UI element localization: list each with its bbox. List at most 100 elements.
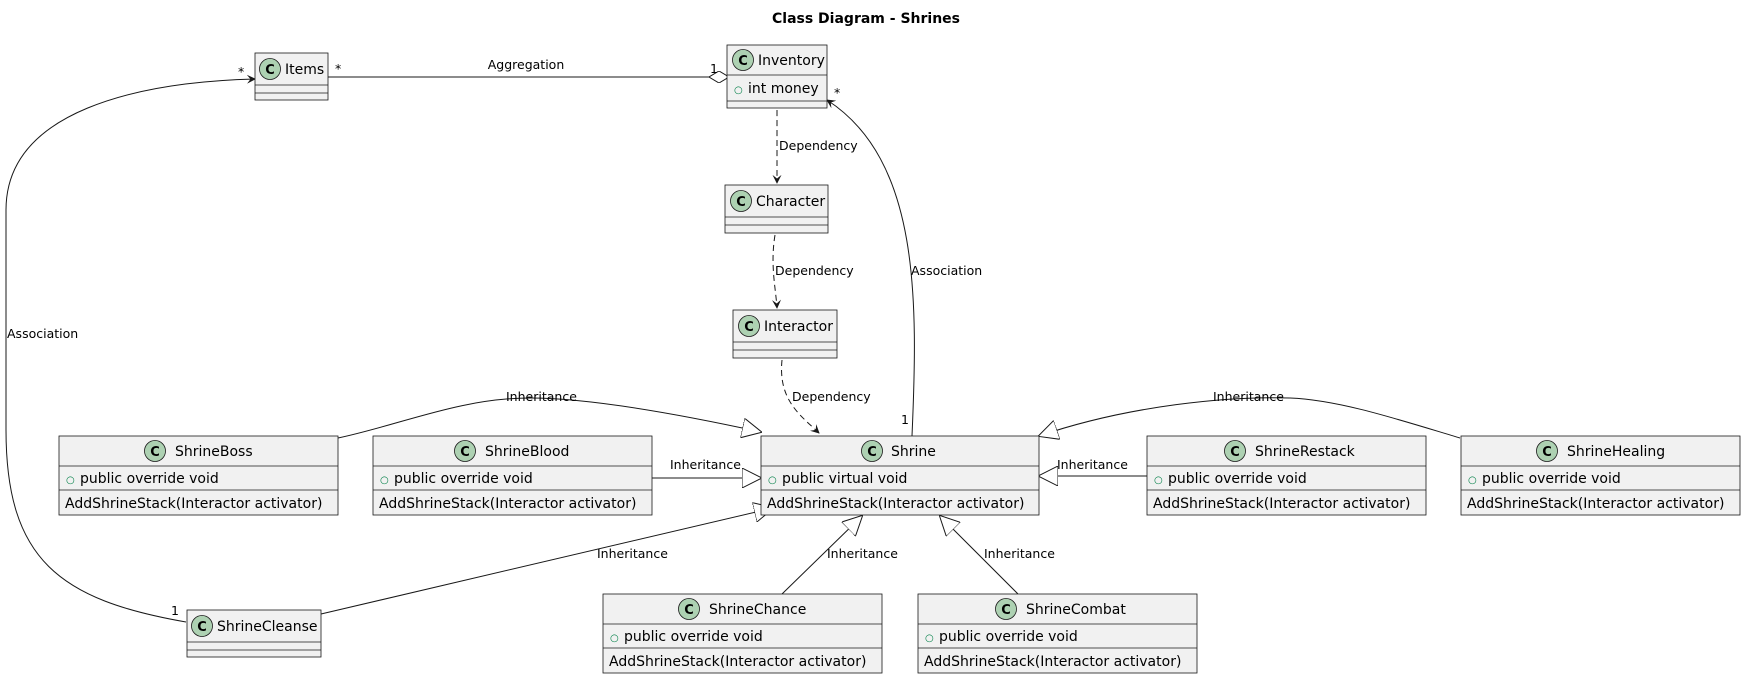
class-shrine-chance-name: ShrineChance <box>709 602 806 618</box>
class-icon: C <box>1536 440 1558 462</box>
class-shrine[interactable]: C Shrine ○ public virtual void AddShrine… <box>760 435 1040 516</box>
class-shrine-combat-name: ShrineCombat <box>1026 602 1126 618</box>
class-badge-shrine-restack: C <box>1230 445 1240 460</box>
inh-healing-label: Inheritance <box>1213 389 1284 404</box>
class-shrine-boss[interactable]: C ShrineBoss ○ public override void AddS… <box>58 435 339 516</box>
class-interactor[interactable]: C Interactor <box>732 309 838 359</box>
class-shrine-healing[interactable]: C ShrineHealing ○ public override void A… <box>1460 435 1741 516</box>
dep-inv-char-label: Dependency <box>779 138 858 153</box>
class-items[interactable]: C Items <box>254 52 329 101</box>
class-inventory-attr: int money <box>748 81 819 97</box>
visibility-public-icon: ○ <box>1468 475 1477 486</box>
class-shrine-restack-attr: public override void <box>1168 471 1307 487</box>
class-badge-shrine-cleanse: C <box>197 620 207 635</box>
class-icon: C <box>144 440 166 462</box>
class-icon: C <box>995 598 1017 620</box>
class-badge-inventory: C <box>738 54 748 69</box>
class-shrine-combat-method: AddShrineStack(Interactor activator) <box>924 654 1181 670</box>
class-shrine-restack-name: ShrineRestack <box>1255 444 1356 460</box>
class-shrine-healing-name: ShrineHealing <box>1567 444 1665 460</box>
visibility-public-icon: ○ <box>610 633 619 644</box>
relation-inheritance-cleanse <box>320 508 773 615</box>
visibility-public-icon: ○ <box>734 85 743 96</box>
class-character-name: Character <box>756 194 825 210</box>
class-icon: C <box>259 58 281 80</box>
class-character[interactable]: C Character <box>724 184 829 234</box>
assoc-cleanse-items-label: Association <box>7 326 78 341</box>
class-icon: C <box>678 598 700 620</box>
dep-inter-shrine-label: Dependency <box>792 389 871 404</box>
class-badge-shrine-healing: C <box>1542 445 1552 460</box>
class-badge-character: C <box>736 195 746 210</box>
class-icon: C <box>738 315 760 337</box>
relation-dependency-character-interactor <box>772 234 782 309</box>
assoc-shrine-inv-label: Association <box>911 263 982 278</box>
assoc-shrine-inv-mult-inventory: * <box>834 85 840 100</box>
class-shrine-combat[interactable]: C ShrineCombat ○ public override void Ad… <box>917 593 1198 674</box>
visibility-public-icon: ○ <box>66 475 75 486</box>
inh-cleanse-label: Inheritance <box>597 546 668 561</box>
class-shrine-boss-attr: public override void <box>80 471 219 487</box>
class-shrine-name: Shrine <box>891 444 936 460</box>
class-shrine-combat-attr: public override void <box>939 629 1078 645</box>
class-items-name: Items <box>285 62 324 78</box>
class-shrine-healing-method: AddShrineStack(Interactor activator) <box>1467 496 1724 512</box>
class-icon: C <box>732 49 754 71</box>
class-shrine-method: AddShrineStack(Interactor activator) <box>767 496 1024 512</box>
diagram-title: Class Diagram - Shrines <box>772 11 960 27</box>
assoc-cleanse-items-mult-items: * <box>238 64 244 79</box>
relation-inheritance-boss <box>337 397 761 439</box>
class-badge-items: C <box>265 63 275 78</box>
class-inventory[interactable]: C Inventory ○ int money <box>726 44 828 109</box>
class-icon: C <box>191 615 213 637</box>
class-shrine-chance-method: AddShrineStack(Interactor activator) <box>609 654 866 670</box>
class-shrine-boss-name: ShrineBoss <box>175 444 253 460</box>
assoc-shrine-inv-mult-shrine: 1 <box>901 412 909 427</box>
inh-boss-label: Inheritance <box>506 389 577 404</box>
inh-combat-label: Inheritance <box>984 546 1055 561</box>
class-badge-shrine-combat: C <box>1001 603 1011 618</box>
relation-inheritance-healing <box>1039 397 1461 438</box>
dep-char-inter-label: Dependency <box>775 263 854 278</box>
class-icon: C <box>454 440 476 462</box>
class-shrine-blood[interactable]: C ShrineBlood ○ public override void Add… <box>372 435 653 516</box>
relation-inheritance-chance <box>781 516 862 595</box>
class-shrine-attr: public virtual void <box>782 471 907 487</box>
relation-inheritance-combat <box>940 516 1019 595</box>
class-shrine-chance-attr: public override void <box>624 629 763 645</box>
inh-restack-label: Inheritance <box>1057 457 1128 472</box>
visibility-public-icon: ○ <box>925 633 934 644</box>
class-shrine-cleanse[interactable]: C ShrineCleanse <box>186 609 322 658</box>
class-shrine-blood-method: AddShrineStack(Interactor activator) <box>379 496 636 512</box>
class-icon: C <box>861 440 883 462</box>
class-icon: C <box>730 190 752 212</box>
aggregation-label: Aggregation <box>488 57 565 72</box>
class-shrine-restack-method: AddShrineStack(Interactor activator) <box>1153 496 1410 512</box>
class-interactor-name: Interactor <box>764 319 833 335</box>
relation-dependency-interactor-shrine <box>781 359 820 434</box>
class-shrine-boss-method: AddShrineStack(Interactor activator) <box>65 496 322 512</box>
class-shrine-cleanse-name: ShrineCleanse <box>217 619 318 635</box>
aggregation-mult-inventory: 1 <box>710 61 718 76</box>
class-badge-interactor: C <box>744 320 754 335</box>
class-badge-shrine: C <box>867 445 877 460</box>
inh-blood-label: Inheritance <box>670 457 741 472</box>
relation-association-cleanse-items <box>5 74 256 623</box>
relation-association-shrine-inventory <box>826 99 915 437</box>
aggregation-mult-items: * <box>335 61 341 76</box>
class-badge-shrine-blood: C <box>460 445 470 460</box>
class-shrine-chance[interactable]: C ShrineChance ○ public override void Ad… <box>602 593 883 674</box>
visibility-public-icon: ○ <box>380 475 389 486</box>
class-badge-shrine-boss: C <box>150 445 160 460</box>
assoc-cleanse-items-mult-cleanse: 1 <box>171 603 179 618</box>
class-icon: C <box>1224 440 1246 462</box>
class-badge-shrine-chance: C <box>684 603 694 618</box>
class-inventory-name: Inventory <box>758 53 825 69</box>
inh-chance-label: Inheritance <box>827 546 898 561</box>
visibility-public-icon: ○ <box>768 475 777 486</box>
class-shrine-blood-attr: public override void <box>394 471 533 487</box>
visibility-public-icon: ○ <box>1154 475 1163 486</box>
class-shrine-restack[interactable]: C ShrineRestack ○ public override void A… <box>1146 435 1427 516</box>
class-shrine-healing-attr: public override void <box>1482 471 1621 487</box>
